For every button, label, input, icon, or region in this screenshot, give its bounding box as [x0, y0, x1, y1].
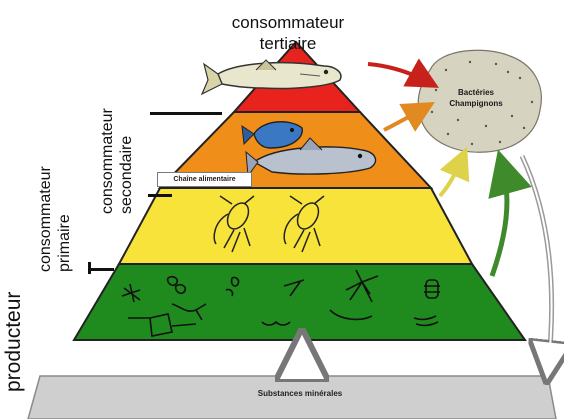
decomposers-label: Bactéries Champignons — [449, 88, 503, 108]
fish-icons — [241, 121, 377, 178]
label-secondaire: consommateur secondaire — [99, 108, 135, 214]
arrow-decomposers-to-minerals — [519, 154, 552, 370]
chain-tag: Chaîne alimentaire — [157, 172, 252, 187]
label-producteur: producteur — [2, 291, 25, 392]
marker-bar-producteur — [88, 268, 114, 271]
pike-fish-icon — [200, 59, 342, 96]
minerals-label: Substances minérales — [257, 389, 343, 398]
label-tertiaire: consommateur tertiaire — [231, 13, 345, 53]
label-primaire: consommateur primaire — [37, 166, 73, 272]
zooplankton-icons — [213, 195, 325, 253]
phytoplankton-icons — [121, 269, 440, 337]
arrow-secondaire-to-decomposers — [383, 102, 435, 132]
marker-bar-secondaire — [150, 112, 222, 115]
arrow-producteur-to-decomposers — [488, 149, 532, 277]
tier-producteur — [72, 263, 527, 341]
arrow-primaire-to-decomposers — [438, 146, 470, 198]
marker-bar-primaire — [148, 194, 172, 197]
arrow-tertiaire-to-decomposers — [367, 58, 439, 88]
marker-bar-producteur-tick — [88, 262, 91, 274]
minerals-slab — [27, 375, 557, 419]
